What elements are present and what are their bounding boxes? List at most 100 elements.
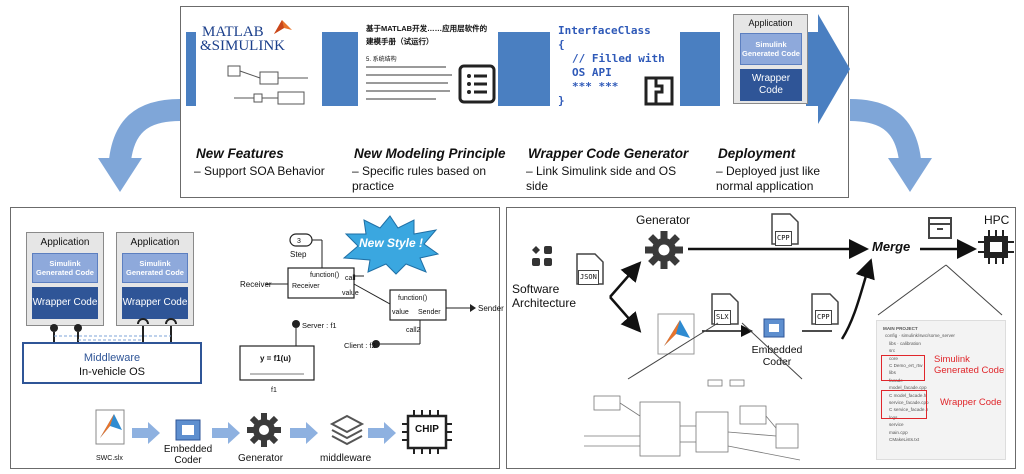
gear-icon (247, 413, 281, 447)
deploy-wrapper-code: Wrapper Code (740, 69, 802, 101)
pipeline-bar-2 (322, 32, 358, 106)
tree-row: model_facade.cpp (889, 385, 927, 391)
tree-row: main.cpp (889, 429, 908, 435)
code-comment: // Filled with OS API (572, 52, 665, 79)
middleware-label: Middleware (83, 352, 141, 364)
puzzle-icon (644, 76, 674, 106)
document-list-icon (458, 64, 496, 104)
cpp-label-1: CPP (775, 231, 792, 246)
feature-desc-3: – Link Simulink side and OS side (526, 164, 677, 193)
left-app-box-1: Application Simulink Generated Code Wrap… (26, 232, 104, 326)
membrane-icon (274, 20, 292, 34)
fn-expr: y = f1(u) (260, 354, 291, 363)
code-close: } (558, 94, 565, 107)
func1-label: function() (310, 272, 340, 279)
slx-label: SLX (714, 310, 731, 325)
right-flow-arrows (609, 239, 1003, 380)
tree-row: libs (889, 370, 896, 376)
logo-line1: MATLAB (202, 24, 264, 40)
tree-row: src (889, 348, 896, 354)
simulink-thumbnail (227, 65, 308, 105)
os-label: In-vehicle OS (78, 366, 146, 378)
simulink-model-icon (657, 313, 695, 355)
layers-icon (329, 414, 365, 446)
tree-row: service (889, 422, 904, 428)
step-label: Step (290, 250, 307, 259)
generator-gear-icon (645, 231, 683, 269)
sgc-annotation: Simulink Generated Code (934, 354, 1005, 376)
value2-label: value (392, 309, 409, 316)
architecture-icon (532, 246, 552, 266)
tree-row: logs (889, 414, 898, 420)
fn-name: f1 (271, 387, 277, 394)
call2-label: call2 (406, 327, 421, 334)
left-wrapper-code-2: Wrapper Code (122, 287, 188, 319)
feature-desc-4: – Deployed just like normal application (716, 164, 821, 193)
burst-badge (342, 215, 440, 275)
feature-title-2: New Modeling Principle (354, 146, 506, 161)
merge-label: Merge (872, 239, 911, 254)
tree-row: config · simulink/swc/some_server (885, 333, 955, 339)
client-label: Client : f2 (344, 341, 376, 350)
feature-desc-1: – Support SOA Behavior (194, 164, 325, 178)
pipeline-bar-1 (186, 32, 196, 106)
left-app-box-2: Application Simulink Generated Code Wrap… (116, 232, 194, 326)
chip-label: CHIP (415, 424, 439, 435)
feature-title-4: Deployment (718, 146, 796, 161)
flow-arrow-2 (212, 422, 240, 444)
hpc-label: HPC (984, 213, 1010, 227)
interface-code: InterfaceClass { // Filled with OS API *… (558, 24, 678, 107)
logo-line2: &SIMULINK (200, 38, 285, 54)
receiver-label: Receiver (240, 280, 272, 289)
tree-row: service_facade.cpp (889, 400, 929, 406)
curved-arrow-left (98, 99, 181, 192)
left-generated-code-2: Simulink Generated Code (122, 253, 188, 283)
flow-arrow-1 (132, 422, 160, 444)
deploy-app-box: Application Simulink Generated Code Wrap… (733, 14, 808, 104)
feature-title-1: New Features (196, 146, 284, 161)
tree-row: C model_facade.h (889, 392, 927, 398)
call-label: call (345, 275, 356, 282)
flow-label-2: Embedded Coder (163, 444, 213, 466)
middleware-box: Middleware In-vehicle OS (22, 342, 202, 384)
swc-file-icon (95, 409, 125, 445)
generated-model-thumbnail (584, 379, 801, 461)
func2-label: function() (398, 295, 428, 302)
matlab-logo: MATLAB &SIMULINK (200, 20, 310, 54)
flow-arrow-4 (368, 422, 396, 444)
flow-label-1: SWC.slx (96, 455, 123, 462)
folder-box-icon (928, 217, 952, 239)
pipeline-bar-4 (680, 32, 720, 106)
hpc-chip-icon (978, 230, 1014, 264)
modeling-doc: 基于MATLAB开发……应用层软件的建模手册（试运行） 5. 系统结构 (362, 22, 494, 118)
server-label: Server : f1 (302, 321, 337, 330)
badge-label: New Style ! (358, 236, 424, 250)
tree-row: core (889, 355, 898, 361)
embedded-coder-icon (175, 419, 201, 441)
feature-title-3: Wrapper Code Generator (528, 146, 689, 161)
tree-row: C service_facade.h (889, 407, 929, 413)
left-generated-code-1: Simulink Generated Code (32, 253, 98, 283)
doc-title: 基于MATLAB开发……应用层软件的建模手册（试运行） (366, 24, 488, 46)
curved-arrow-right (849, 99, 932, 192)
cpp-label-2: CPP (815, 310, 832, 325)
left-app-title-2: Application (130, 237, 180, 248)
embedded-coder-label: Embedded Coder (751, 344, 803, 368)
json-label: JSON (578, 270, 599, 285)
pipeline-bar-3 (498, 32, 550, 106)
left-wrapper-code-1: Wrapper Code (32, 287, 98, 319)
flow-arrow-3 (290, 422, 318, 444)
tree-header: MAIN PROJECT (883, 326, 918, 331)
code-class: InterfaceClass (558, 24, 651, 37)
flow-label-4: middleware (320, 453, 372, 464)
feature-desc-2: – Specific rules based on practice (352, 164, 487, 193)
receiver-port: Receiver (292, 283, 320, 290)
step-value: 3 (297, 238, 301, 245)
sender-port: Sender (418, 309, 441, 316)
left-app-title-1: Application (40, 237, 90, 248)
software-architecture-label: Software Architecture (512, 282, 577, 310)
simulink-model-diagram (239, 233, 476, 381)
tree-row: C Demo_ert_rtw (889, 363, 923, 369)
flow-label-3: Generator (238, 453, 284, 464)
